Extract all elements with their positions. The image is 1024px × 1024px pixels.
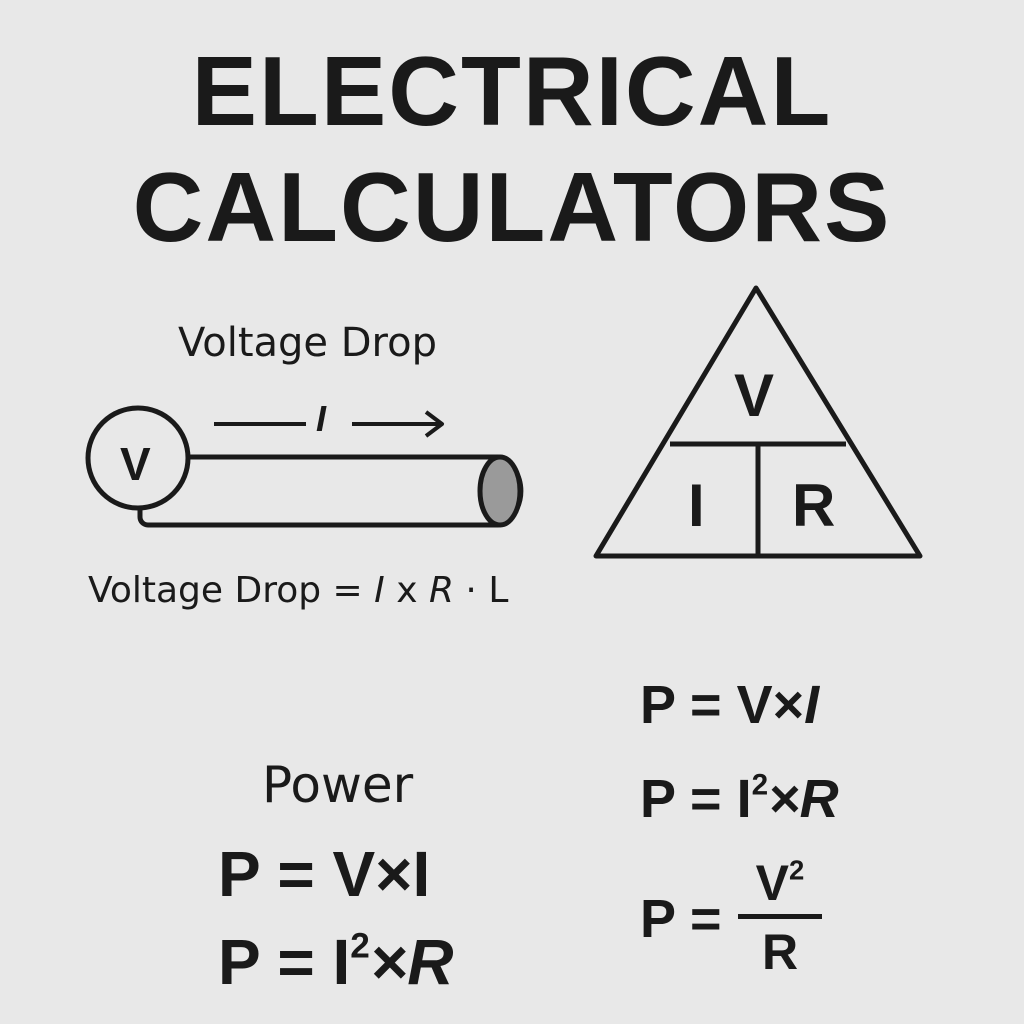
- eq-base: P = I: [218, 926, 351, 998]
- voltage-source-symbol: V: [120, 438, 151, 490]
- fraction-denominator: R: [761, 924, 799, 980]
- power-equation-vi: P = V×I: [218, 838, 431, 910]
- triangle-resistance-label: R: [792, 472, 836, 539]
- formula-text: Voltage Drop =: [88, 570, 375, 611]
- wire-end-cap: [477, 454, 523, 528]
- formula-times: x: [384, 570, 429, 611]
- power-label: Power: [262, 756, 414, 814]
- voltage-drop-formula: Voltage Drop = I x R · L: [88, 570, 508, 611]
- triangle-voltage-label: V: [734, 362, 775, 429]
- eq-base: P = I: [640, 769, 752, 829]
- formula-length: · L: [453, 570, 509, 611]
- eq-tail: ×R: [768, 769, 839, 829]
- right-power-equation-v2r-lhs: P =: [640, 889, 722, 949]
- eq-tail: ×R: [369, 926, 454, 998]
- eq-exponent: 2: [751, 768, 769, 802]
- voltage-drop-wire-diagram: [85, 405, 524, 528]
- eq-current: I: [804, 675, 820, 735]
- right-power-equation-v2r-fraction: V2 R: [738, 854, 822, 980]
- formula-current: I: [374, 570, 385, 611]
- title-line-2: CALCULATORS: [132, 152, 892, 262]
- current-symbol: I: [316, 398, 327, 439]
- right-power-equation-i2r: P = I2×R: [640, 768, 839, 829]
- power-equation-i2r: P = I2×R: [218, 926, 453, 994]
- triangle-current-label: I: [688, 472, 705, 539]
- right-power-equation-vi: P = V×I: [640, 678, 819, 732]
- fraction-bar: [738, 914, 822, 919]
- voltage-source-circle: [85, 405, 191, 511]
- current-arrow-head: [424, 410, 444, 438]
- voltage-drop-label: Voltage Drop: [178, 320, 437, 366]
- title-line-1: ELECTRICAL: [191, 36, 833, 146]
- ohms-law-triangle: [593, 285, 923, 559]
- fraction-numerator: V2: [755, 854, 805, 911]
- eq-base: P = V×: [640, 675, 805, 735]
- formula-resistance: R: [428, 570, 454, 611]
- eq-exponent: 2: [350, 926, 370, 966]
- wire-body: [137, 454, 524, 528]
